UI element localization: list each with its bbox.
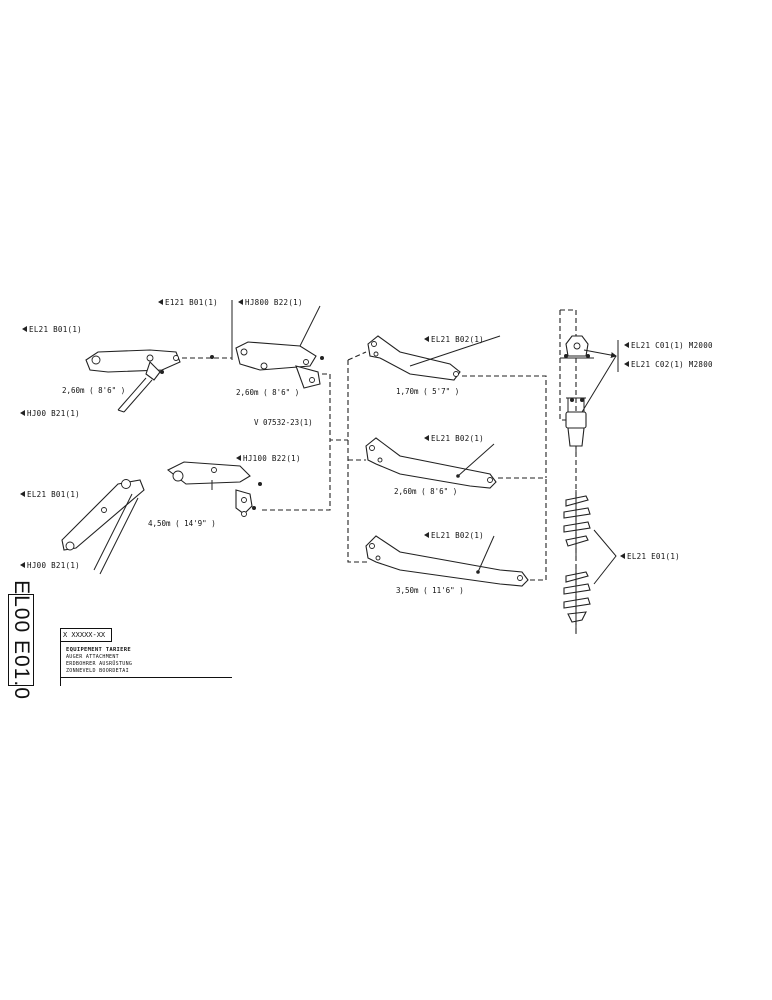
- title-line-en: AUGER ATTACHMENT: [66, 654, 119, 660]
- arm-with-cylinder: [61, 479, 145, 575]
- boom-assembly-top-center: [231, 300, 324, 389]
- label-hj00-b21-top: HJ00 B21(1): [27, 409, 80, 418]
- boom-extension-260: [365, 437, 497, 489]
- label-el21-b01-top: EL21 B01(1): [29, 325, 82, 334]
- auger-drive-head: [565, 397, 587, 454]
- label-hj800-b22: HJ800 B22(1): [245, 298, 303, 307]
- document-number-box: EL00 E01.0: [8, 580, 34, 700]
- auger-flight-2: [563, 566, 591, 634]
- label-el21-b02-c: EL21 B02(1): [431, 531, 484, 540]
- label-hj00-b21-low: HJ00 B21(1): [27, 561, 80, 570]
- boom-extension-350: [365, 535, 529, 587]
- dimension-2-60m-top-center: 2,60m ( 8'6" ): [236, 388, 299, 397]
- label-part-v: V 07532-23(1): [254, 418, 313, 427]
- label-el21-c02: EL21 C02(1) M2800: [631, 360, 713, 369]
- title-line-fr: EQUIPEMENT TARIERE: [66, 647, 132, 653]
- boom-extension-170: [367, 335, 501, 381]
- connector-line: [347, 351, 367, 361]
- title-line-nl: ZONNEVELD BOORDETAI: [66, 668, 129, 674]
- label-el21-c01: EL21 C01(1) M2000: [631, 341, 713, 350]
- label-hj100-b22: HJ100 B22(1): [243, 454, 301, 463]
- document-number: EL00 E01.0: [10, 580, 33, 700]
- connector-line: [530, 478, 547, 581]
- dimension-1-70m: 1,70m ( 5'7" ): [396, 387, 459, 396]
- label-el21-b01-low: EL21 B01(1): [27, 490, 80, 499]
- connector-line: [347, 360, 368, 563]
- label-el21-e01: EL21 E01(1): [627, 552, 680, 561]
- title-block-lines: EQUIPEMENT TARIERE AUGER ATTACHMENT ERDB…: [60, 645, 232, 678]
- title-line-de: ERDBOHRER AUSRÜSTUNG: [66, 661, 133, 667]
- label-group: EL21 B01(1) E121 B01(1) HJ800 B22(1) HJ0…: [20, 298, 713, 595]
- label-el21-b02-b: EL21 B02(1): [431, 434, 484, 443]
- label-el21-b02-a: EL21 B02(1): [431, 335, 484, 344]
- dimension-2-60m-top-left: 2,60m ( 8'6" ): [62, 386, 125, 395]
- connector-line: [262, 440, 331, 511]
- label-e121-b01: E121 B01(1): [165, 298, 218, 307]
- boom-assembly-top-left: [85, 349, 181, 413]
- dimension-3-50m: 3,50m ( 11'6" ): [396, 586, 464, 595]
- dimension-4-50m: 4,50m ( 14'9" ): [148, 519, 216, 528]
- connector-line: [462, 375, 547, 478]
- document-code: X XXXXX-XX: [60, 628, 112, 642]
- boom-assembly-lower-center: [166, 461, 262, 517]
- auger-flight-1: [563, 490, 591, 556]
- dimension-2-60m-boom: 2,60m ( 8'6" ): [394, 487, 457, 496]
- auger-bracket: [560, 335, 594, 359]
- title-block: X XXXXX-XX EQUIPEMENT TARIERE AUGER ATTA…: [60, 628, 232, 686]
- connector-line: [322, 373, 348, 441]
- title-block-border: [60, 640, 61, 686]
